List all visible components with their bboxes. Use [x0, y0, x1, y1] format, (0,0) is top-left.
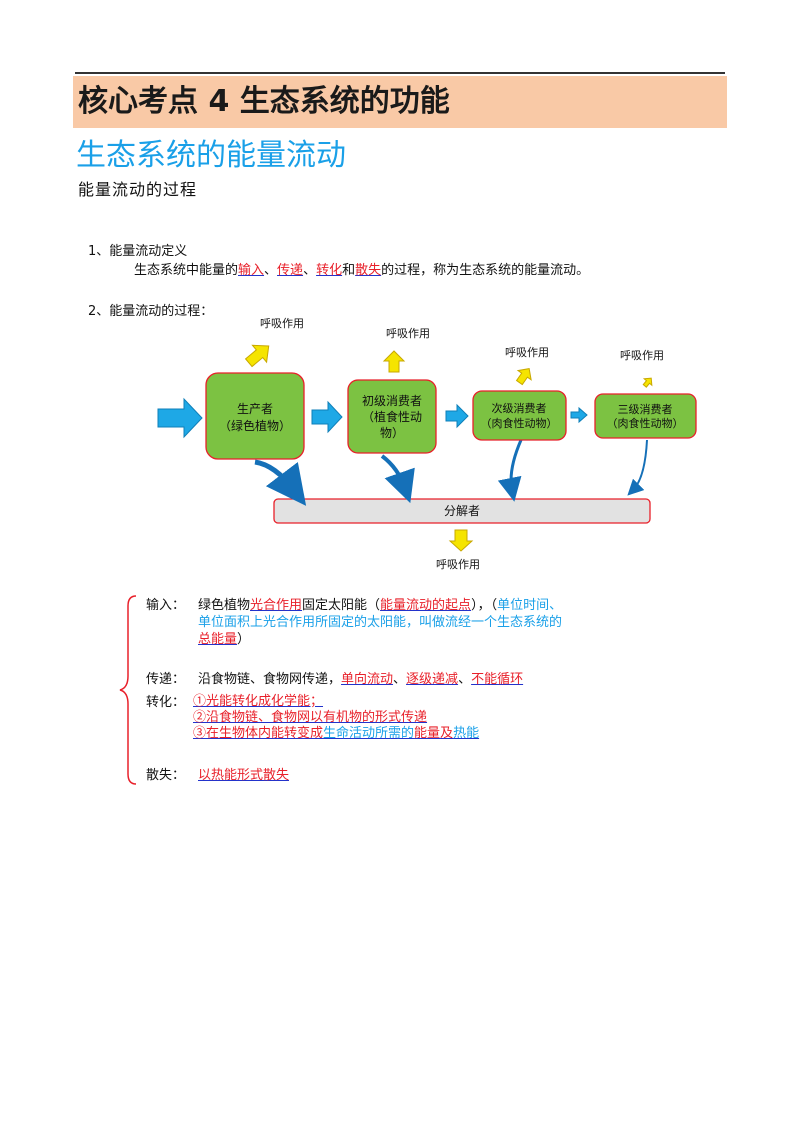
definition-sep: 、	[264, 263, 278, 278]
definition-word-input: 输入	[238, 263, 265, 278]
definition-sep: 和	[342, 263, 356, 278]
conversion-heat: 热能	[453, 726, 480, 741]
transfer-sep: 、	[458, 672, 472, 687]
primary-consumer-box	[347, 379, 437, 454]
definition-text: 生态系统中能量的输入、传递、转化和散失的过程，称为生态系统的能量流动。	[134, 262, 589, 280]
conversion-part: ②沿食物链、食物网以	[193, 710, 324, 725]
conversion-organic-matter: 有机物	[323, 710, 363, 725]
decomposition-arrow-icon	[254, 459, 307, 506]
conversion-label: 转化：	[146, 695, 186, 710]
decomposer-label: 分解者	[444, 504, 480, 518]
primary-consumer-sublabel: 物）	[380, 426, 404, 440]
tertiary-consumer-sublabel: （肉食性动物）	[607, 416, 684, 430]
definition-suffix: 的过程，称为生态系统的能量流动。	[381, 263, 590, 278]
secondary-consumer-label: 次级消费者	[492, 401, 547, 415]
input-photosynthesis: 光合作用	[250, 598, 303, 613]
conversion-line1: ①光能转化成化学能；	[193, 694, 324, 709]
respiration-label: 呼吸作用	[620, 349, 664, 362]
respiration-label: 呼吸作用	[386, 327, 430, 340]
conversion-line2: ②沿食物链、食物网以有机物的形式传递	[193, 709, 427, 727]
input-text-line3: 总能量）	[198, 631, 250, 649]
flow-arrow-icon	[570, 406, 588, 424]
secondary-consumer-sublabel: （肉食性动物）	[481, 416, 558, 430]
primary-consumer-sublabel: （植食性动	[362, 409, 422, 424]
transfer-text: 沿食物链、食物网传递，单向流动、逐级递减、不能循环	[198, 671, 523, 689]
input-total-energy: 总能量	[198, 632, 238, 647]
input-arrow-icon	[157, 397, 203, 439]
producer-box	[205, 372, 305, 460]
decomposition-arrow-icon	[627, 439, 648, 496]
conversion-part: ③在生物体内能转变成	[193, 726, 324, 741]
conversion-line3: ③在生物体内能转变成生命活动所需的能量及热能	[193, 725, 479, 743]
respiration-label: 呼吸作用	[505, 346, 549, 359]
decomposition-arrow-icon	[497, 439, 523, 502]
process-heading: 2、能量流动的过程：	[88, 304, 214, 319]
transfer-sep: 、	[393, 672, 407, 687]
input-part: ）	[237, 632, 251, 647]
transfer-one-way: 单向流动	[341, 672, 394, 687]
input-text: 绿色植物光合作用固定太阳能（能量流动的起点），（单位时间、	[198, 597, 562, 615]
input-start-point: 能量流动的起点	[380, 598, 472, 613]
input-part: ），（	[471, 598, 498, 613]
primary-consumer-label: 初级消费者	[362, 394, 422, 408]
flow-arrow-icon	[311, 400, 343, 434]
energy-flow-diagram: 呼吸作用 呼吸作用 呼吸作用 呼吸作用 呼吸作用 分解者 生产者 （绿色植物） …	[157, 317, 697, 571]
conversion-part: 的形式传递	[362, 710, 428, 725]
tertiary-consumer-label: 三级消费者	[618, 402, 673, 416]
definition-sep: 、	[303, 263, 317, 278]
input-note: 单位时间、	[497, 598, 563, 613]
summary-brace-icon	[119, 595, 137, 785]
producer-sublabel: （绿色植物）	[219, 418, 291, 433]
input-label: 输入：	[146, 598, 186, 613]
decomposition-arrow-icon	[380, 454, 415, 504]
loss-text: 以热能形式散失	[198, 768, 290, 783]
conversion-energy: 能量	[414, 726, 441, 741]
definition-word-transfer: 传递	[277, 263, 304, 278]
secondary-consumer-box	[472, 390, 567, 441]
decomposer-box	[273, 498, 651, 524]
respiration-arrow-icon	[448, 529, 474, 552]
loss-label: 散失：	[146, 768, 186, 783]
conversion-life-activity: 生命活动所需的	[323, 726, 415, 741]
banner	[73, 76, 727, 128]
definition-heading: 1、能量流动定义	[88, 244, 188, 259]
respiration-arrow-icon	[244, 344, 270, 368]
input-part: 固定太阳能（	[302, 598, 381, 613]
producer-label: 生产者	[237, 402, 273, 416]
flow-arrow-icon	[445, 403, 469, 429]
page-title: 核心考点 4 生态系统的功能	[78, 84, 450, 119]
respiration-arrow-icon	[642, 377, 653, 388]
transfer-part: 沿食物链、食物网传递，	[198, 672, 342, 687]
transfer-no-cycle: 不能循环	[471, 672, 524, 687]
definition-word-conversion: 转化	[316, 263, 343, 278]
transfer-decreasing: 逐级递减	[406, 672, 459, 687]
respiration-label: 呼吸作用	[436, 558, 480, 571]
section-title: 生态系统的能量流动	[76, 138, 346, 173]
input-part: 绿色植物	[198, 598, 251, 613]
respiration-arrow-icon	[382, 350, 406, 373]
respiration-arrow-icon	[515, 368, 532, 386]
top-rule	[75, 72, 725, 74]
input-note-line2: 单位面积上光合作用所固定的太阳能，叫做流经一个生态系统的	[198, 615, 563, 630]
respiration-label: 呼吸作用	[260, 317, 304, 330]
tertiary-consumer-box	[594, 393, 697, 439]
transfer-label: 传递：	[146, 672, 186, 687]
conversion-part: 及	[440, 726, 454, 741]
definition-prefix: 生态系统中能量的	[134, 263, 239, 278]
section-subtitle: 能量流动的过程	[78, 180, 198, 199]
definition-word-loss: 散失	[355, 263, 382, 278]
